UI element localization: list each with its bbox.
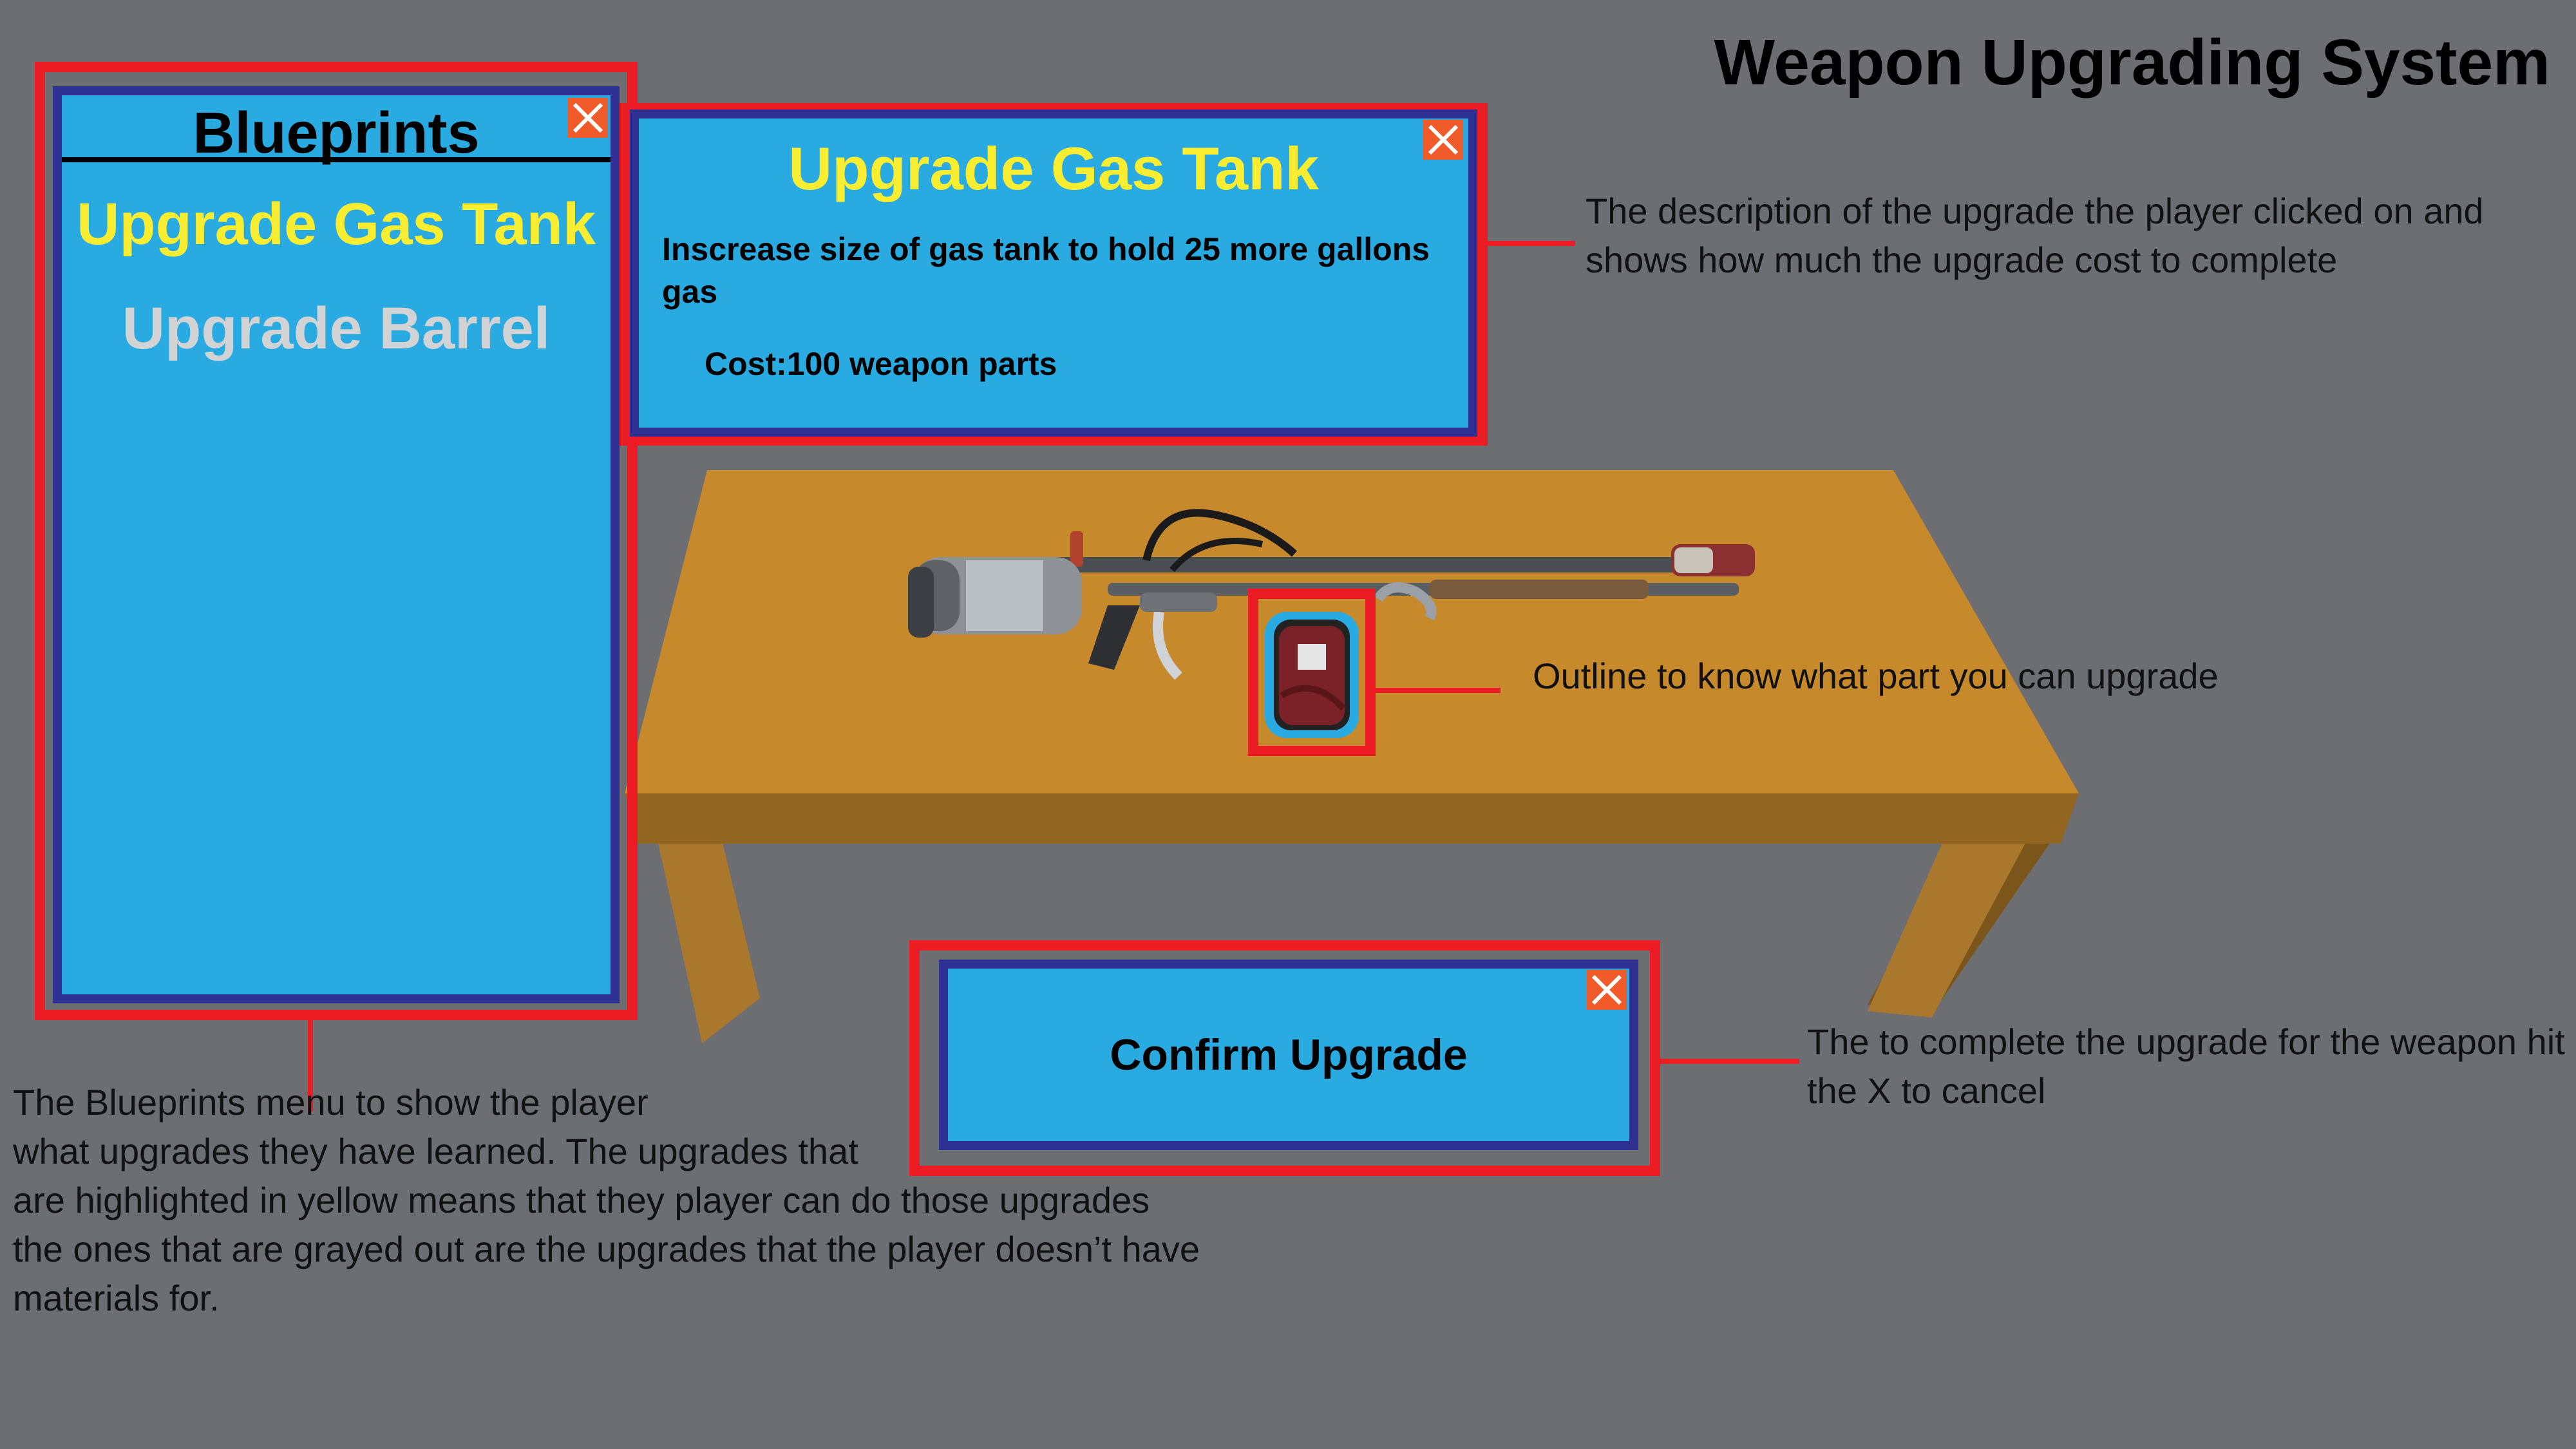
annotation-line: are highlighted in yellow means that the… (13, 1180, 1150, 1220)
annotation-blueprints: The Blueprints menu to show the player w… (13, 1078, 1333, 1323)
confirm-upgrade-label: Confirm Upgrade (1110, 1030, 1468, 1079)
description-close-button[interactable] (1423, 120, 1463, 160)
close-x-icon (1591, 974, 1622, 1005)
upgrade-cost: Cost:100 weapon parts (705, 346, 1057, 382)
annotation-outline: Outline to know what part you can upgrad… (1533, 656, 2219, 696)
blueprints-panel: Blueprints Upgrade Gas Tank Upgrade Barr… (53, 86, 620, 1003)
upgrade-title: Upgrade Gas Tank (788, 135, 1319, 202)
upgrade-description-panel: Upgrade Gas Tank Inscrease size of gas t… (630, 109, 1477, 437)
blueprints-close-button[interactable] (568, 98, 608, 138)
connector-line-description (1488, 241, 1575, 246)
connector-line-confirm (1660, 1059, 1799, 1064)
blueprint-item-upgrade-gas-tank[interactable]: Upgrade Gas Tank (76, 191, 596, 257)
upgrade-description-text: Inscrease size of gas tank to hold 25 mo… (662, 231, 1430, 310)
close-x-icon (573, 102, 603, 133)
annotation-description: The description of the upgrade the playe… (1586, 191, 2484, 280)
confirm-upgrade-button[interactable]: Confirm Upgrade (939, 960, 1638, 1150)
page-title: Weapon Upgrading System (1714, 26, 2550, 99)
blueprint-item-upgrade-barrel[interactable]: Upgrade Barrel (122, 296, 551, 361)
annotation-confirm: The to complete the upgrade for the weap… (1807, 1021, 2565, 1111)
blueprints-divider (62, 157, 611, 162)
description-outline (620, 103, 1488, 446)
close-x-icon (1428, 124, 1459, 155)
confirm-outline (909, 940, 1660, 1176)
upgradeable-part-outline[interactable] (1248, 589, 1376, 756)
connector-line-outline (1376, 688, 1501, 693)
connector-line-blueprints (308, 1020, 313, 1112)
annotation-line: what upgrades they have learned. The upg… (13, 1131, 858, 1171)
blueprints-heading: Blueprints (193, 101, 480, 166)
table-edge (625, 793, 2079, 844)
confirm-cancel-button[interactable] (1587, 970, 1627, 1010)
annotation-line: the ones that are grayed out are the upg… (13, 1229, 1200, 1269)
annotation-line: The Blueprints menu to show the player (13, 1082, 649, 1122)
annotation-line: materials for. (13, 1278, 220, 1318)
